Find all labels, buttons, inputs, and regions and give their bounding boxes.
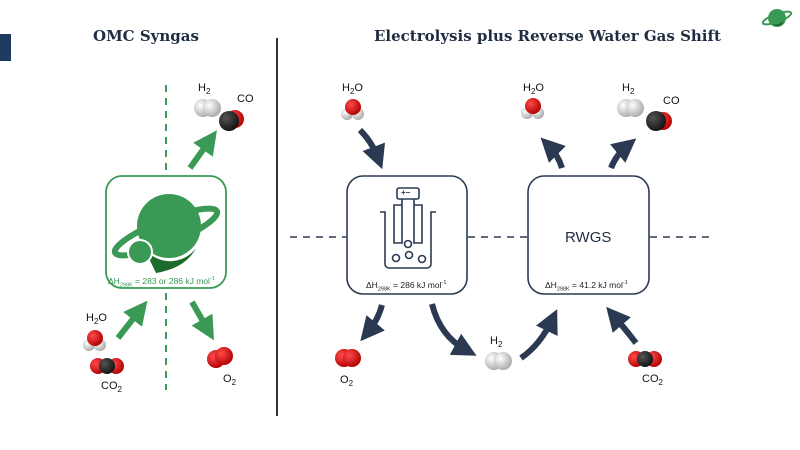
electrolysis-rwgs-title: Electrolysis plus Reverse Water Gas Shif… (374, 27, 721, 45)
co2-label: CO2 (101, 380, 122, 395)
co-out-label: CO (663, 95, 680, 107)
h2-mid-label: H2 (490, 335, 503, 350)
h2-out-label: H2 (622, 82, 635, 97)
co-out-molecule-icon (646, 111, 672, 131)
rwgs-enthalpy-label: ΔH298K = 41.2 kJ mol-1 (545, 280, 628, 293)
o2-molecule-icon (207, 347, 233, 368)
h2o-out-label: H2O (523, 82, 544, 97)
arrow-to-syngas-out (608, 138, 637, 170)
arrow-h2o-to-electrolysis (357, 127, 386, 170)
electrolysis-box (346, 175, 468, 295)
co2-molecule-icon (90, 358, 124, 374)
omc-enthalpy-label: ΔH298K = 283 or 286 kJ mol-1 (108, 276, 215, 289)
arrow-co2-to-rwgs (606, 306, 639, 345)
h2o-in-label: H2O (342, 82, 363, 97)
planet-logo-icon (111, 194, 221, 273)
co2-in-molecule-icon (628, 351, 662, 367)
h2-molecule-icon (194, 99, 221, 117)
o2-out-label: O2 (340, 374, 354, 389)
panel-divider (276, 38, 278, 416)
co-label: CO (237, 93, 254, 105)
slide-side-tab (0, 34, 11, 61)
battery-polarity-label: +− (401, 188, 411, 197)
rwgs-box (527, 175, 650, 295)
h2o-out-molecule-icon (521, 98, 544, 119)
co2-in-label: CO2 (642, 373, 663, 388)
arrow-to-h2 (429, 303, 477, 356)
arrow-to-syngas (187, 130, 217, 170)
h2o-molecule-icon (83, 330, 106, 351)
logo-icon (761, 9, 793, 27)
co-molecule-icon (219, 110, 244, 131)
h2-mid-molecule-icon (485, 352, 512, 370)
arrow-to-o2 (360, 304, 385, 342)
electrolysis-enthalpy-label: ΔH298K = 286 kJ mol-1 (366, 280, 447, 293)
o2-label: O2 (223, 373, 237, 388)
h2o-in-molecule-icon (341, 99, 364, 120)
arrow-to-o2 (189, 300, 214, 341)
rwgs-label: RWGS (565, 229, 612, 246)
arrow-h2-to-rwgs (519, 309, 558, 361)
arrow-from-feed (115, 300, 148, 340)
h2-out-molecule-icon (617, 99, 644, 117)
electrolysis-cell-icon (380, 187, 436, 269)
omc-syngas-title: OMC Syngas (93, 27, 199, 45)
arrow-to-h2o-out (540, 137, 566, 169)
h2o-label: H2O (86, 312, 107, 327)
o2-out-molecule-icon (335, 349, 361, 367)
h2-label: H2 (198, 82, 211, 97)
